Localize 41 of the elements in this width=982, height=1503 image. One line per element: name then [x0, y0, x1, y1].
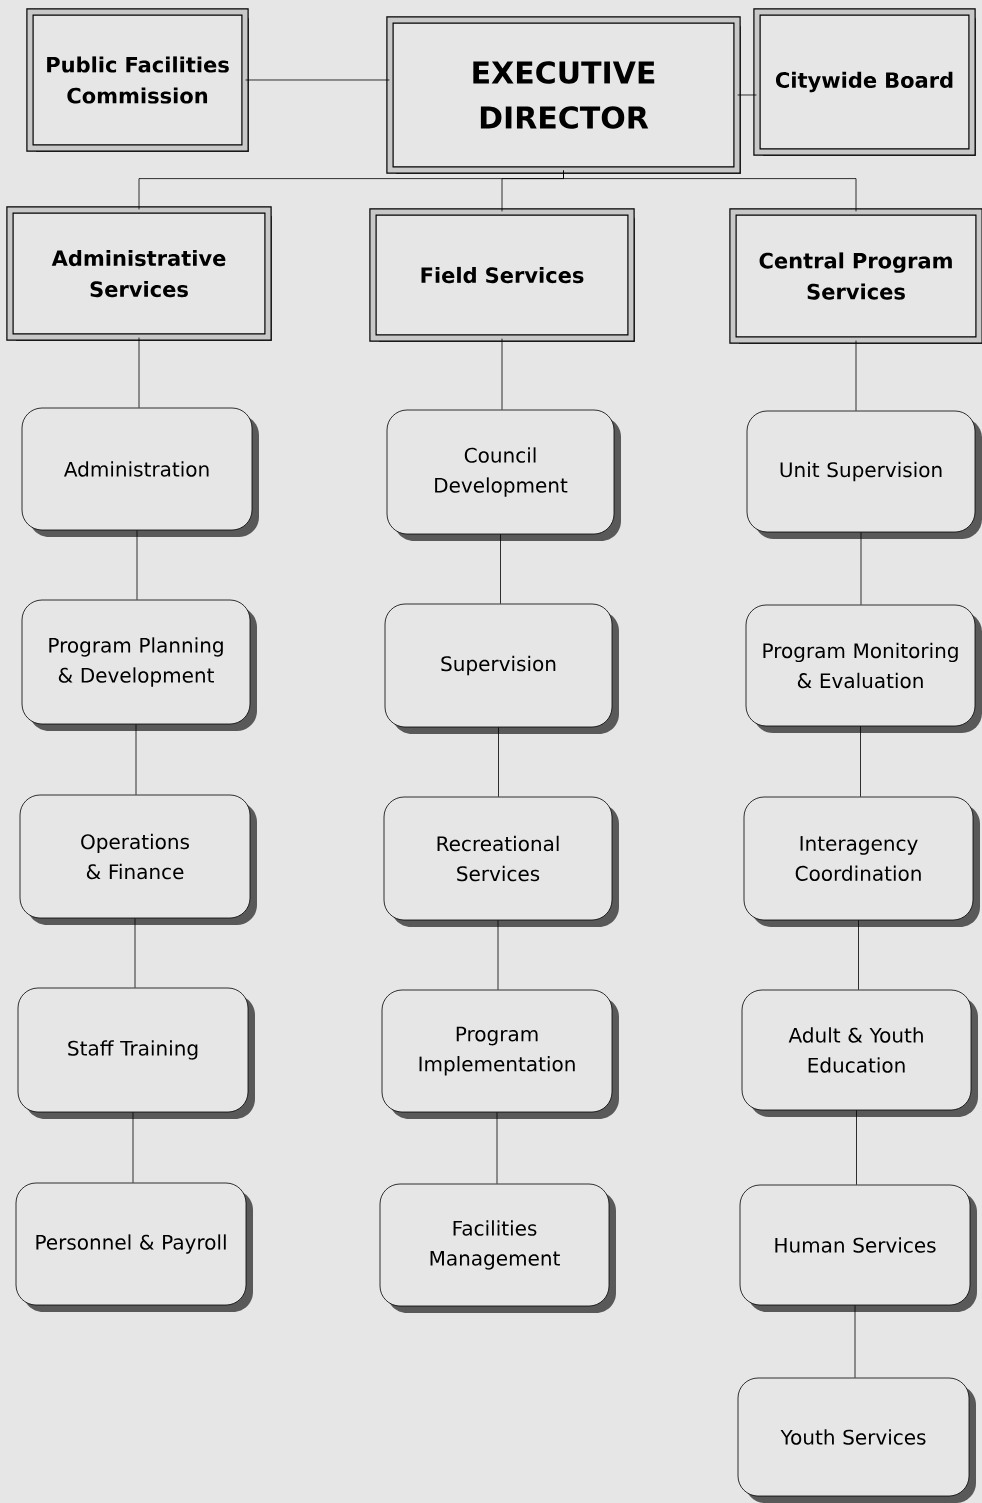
unit-box: Interagency Coordination — [743, 796, 980, 927]
department-box: Field Services — [369, 208, 635, 342]
connector-line — [858, 920, 859, 990]
connector-line — [854, 1305, 856, 1378]
unit-box: Staff Training — [17, 987, 255, 1119]
unit-box: Unit Supervision — [746, 410, 982, 539]
unit-box: Program Planning & Development — [21, 599, 257, 731]
connector-line — [860, 726, 861, 797]
unit-box: Program Implementation — [381, 989, 619, 1119]
connector-line — [136, 530, 138, 600]
unit-box: Supervision — [384, 603, 619, 734]
department-box: Citywide Board — [753, 8, 976, 156]
unit-box: Operations & Finance — [19, 794, 257, 925]
connector-line — [500, 534, 501, 604]
connector-line — [134, 918, 136, 988]
connector-line — [138, 337, 140, 408]
connector-line — [498, 727, 499, 797]
connector-line — [501, 338, 503, 410]
unit-box: Facilities Management — [379, 1183, 616, 1313]
connector-line — [497, 920, 499, 990]
unit-box: Human Services — [739, 1184, 977, 1312]
connector-line — [245, 79, 390, 81]
unit-box: Adult & Youth Education — [741, 989, 978, 1117]
unit-box: Administration — [21, 407, 259, 537]
department-box: Central Program Services — [729, 208, 982, 344]
connector-line — [563, 170, 857, 212]
connector-line — [855, 340, 857, 411]
unit-box: Youth Services — [737, 1377, 976, 1503]
connector-line — [496, 1112, 498, 1184]
department-box: Public Facilities Commission — [26, 8, 249, 152]
connector-line — [132, 1112, 134, 1183]
department-box: Administrative Services — [6, 206, 272, 341]
connector-line — [135, 724, 137, 795]
unit-box: Recreational Services — [383, 796, 619, 927]
connector-line — [856, 1110, 857, 1185]
connector-line — [737, 94, 757, 96]
title-box: EXECUTIVE DIRECTOR — [386, 16, 741, 174]
unit-box: Council Development — [386, 409, 621, 541]
unit-box: Personnel & Payroll — [15, 1182, 253, 1312]
connector-line — [860, 532, 862, 605]
unit-box: Program Monitoring & Evaluation — [745, 604, 982, 733]
